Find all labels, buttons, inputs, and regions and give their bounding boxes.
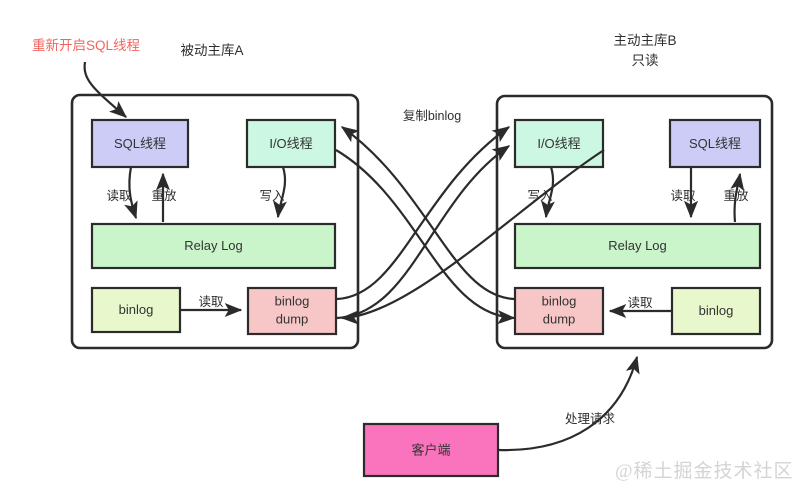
node-sql-thread-a-label: SQL线程 (114, 136, 166, 151)
edge-dumpB-to-ioA (340, 126, 515, 301)
watermark-text: @稀土掘金技术社区 (615, 460, 794, 482)
node-binlog-a-label: binlog (119, 302, 154, 317)
node-client[interactable] (362, 422, 500, 478)
node-binlog-b[interactable] (670, 286, 762, 336)
node-binlog-dump-a[interactable] (246, 286, 338, 336)
node-binlog-dump-b-label-line1: binlog (542, 293, 577, 308)
edge-b-sql-read-relay-label: 读取 (670, 189, 696, 203)
edge-a-sql-read-relay-label: 读取 (106, 189, 132, 203)
edge-replicate-binlog-label: 复制binlog (403, 109, 461, 123)
edge-a-binlog-read-dump-label: 读取 (198, 295, 224, 309)
node-client-label: 客户端 (411, 442, 450, 457)
edge-handle-request-label: 处理请求 (565, 412, 616, 426)
edge-b-relay-replay-sql (730, 172, 745, 223)
restart-sql-thread-note: 重新开启SQL线程 (32, 38, 140, 53)
node-binlog-dump-b[interactable] (513, 286, 605, 336)
panel-title-active-master-b: 主动主库B (613, 33, 676, 48)
edge-ioA-to-dumpB (335, 149, 516, 325)
node-io-thread-b[interactable] (513, 118, 605, 169)
panel-subtitle-active-master-b: 只读 (632, 53, 659, 68)
node-binlog-dump-a-label-line2: dump (276, 311, 309, 326)
node-io-thread-a[interactable] (245, 118, 337, 169)
edge-a-io-write-relay (272, 166, 287, 219)
node-relay-log-b[interactable] (513, 222, 762, 270)
node-sql-thread-a[interactable] (90, 118, 190, 169)
edge-restart-sql-thread-arrow (83, 61, 127, 118)
edge-b-relay-replay-sql-label: 重放 (723, 188, 749, 203)
node-sql-thread-b[interactable] (668, 118, 762, 169)
node-binlog-a[interactable] (90, 286, 182, 334)
edge-dumpA-to-ioB (336, 126, 511, 301)
node-relay-log-a-label: Relay Log (184, 238, 243, 253)
node-relay-log-a[interactable] (90, 222, 337, 270)
node-binlog-dump-b-label-line2: dump (543, 311, 576, 326)
node-io-thread-a-label: I/O线程 (269, 136, 312, 151)
edge-a-io-write-relay-label: 写入 (259, 189, 285, 203)
node-binlog-b-label: binlog (699, 303, 734, 318)
node-binlog-dump-a-label-line1: binlog (275, 293, 310, 308)
node-sql-thread-b-label: SQL线程 (689, 136, 741, 151)
edge-ioB-to-dumpA (340, 149, 605, 325)
node-io-thread-b-label: I/O线程 (537, 136, 580, 151)
node-relay-log-b-label: Relay Log (608, 238, 667, 253)
edge-a-sql-read-relay (124, 166, 138, 220)
edge-dumpA-to-ioB-secondary (336, 145, 511, 320)
edge-b-io-write-relay (540, 166, 555, 219)
edge-b-binlog-read-dump-label: 读取 (627, 296, 653, 310)
edge-a-relay-replay-sql-label: 重放 (151, 188, 177, 203)
edge-client-handle-request (498, 355, 640, 452)
panel-title-passive-master-a: 被动主库A (180, 43, 243, 58)
